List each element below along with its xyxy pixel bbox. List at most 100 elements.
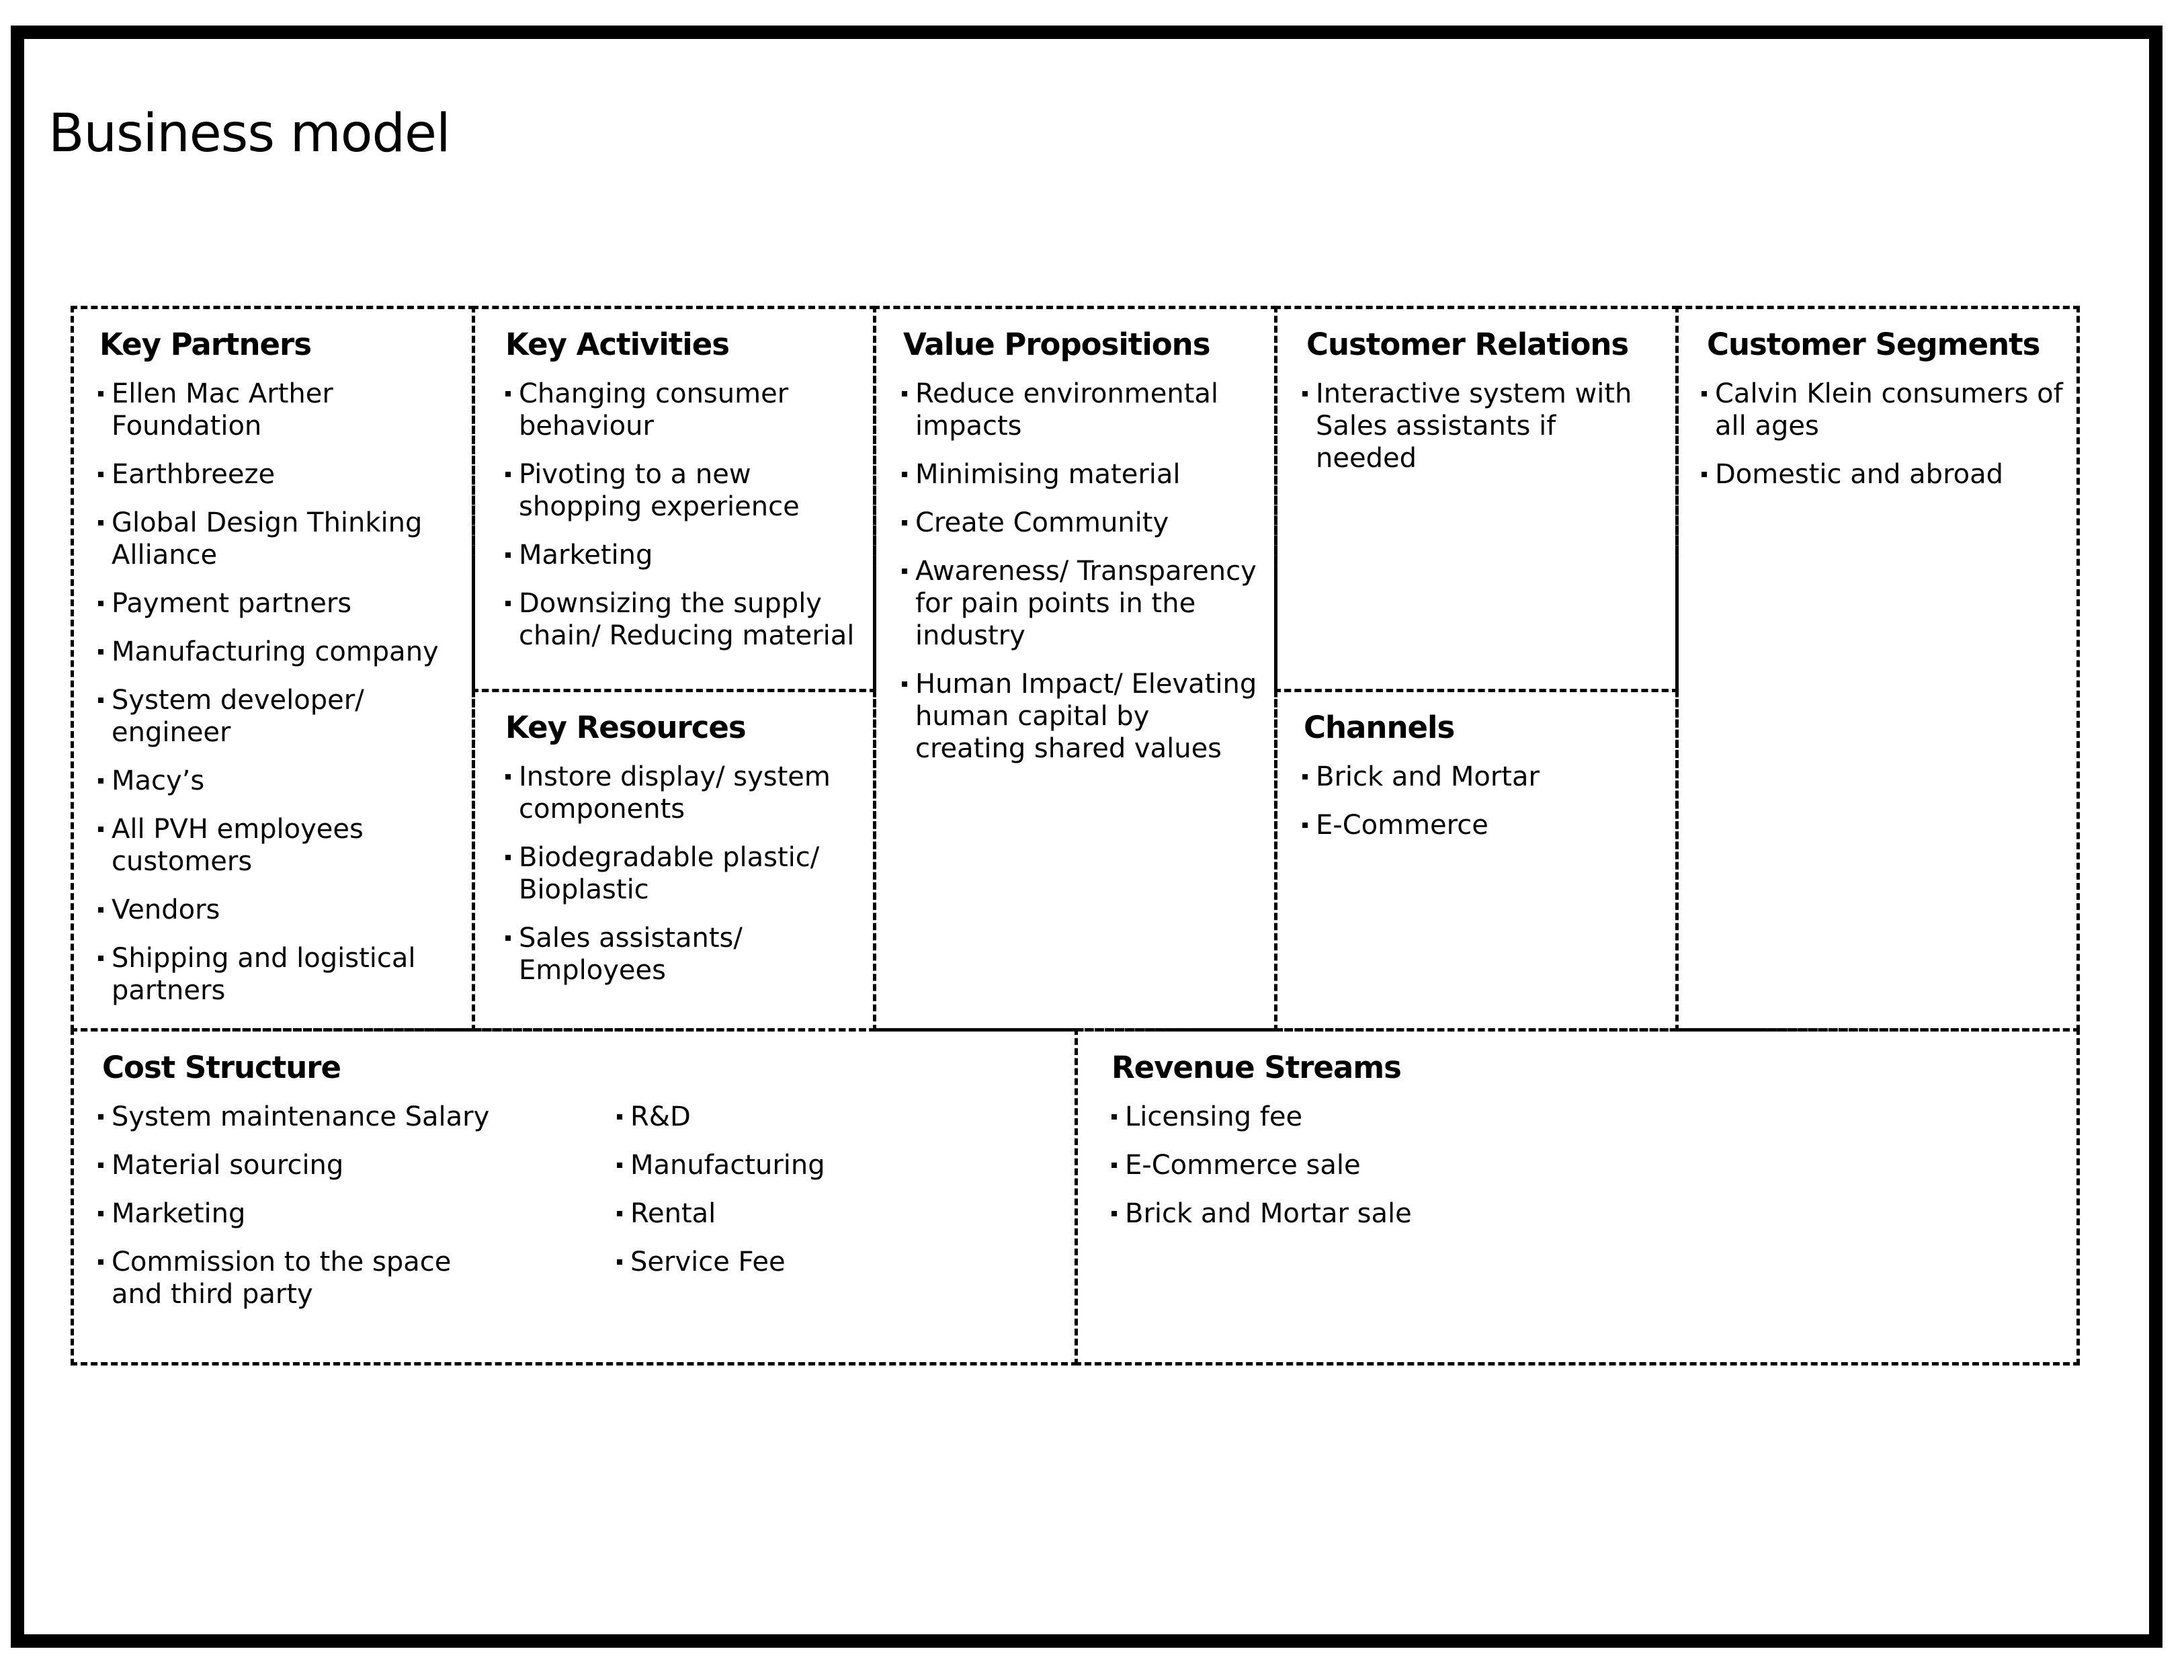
- list-item: Reduce environmental impacts: [902, 378, 1265, 442]
- list-item: Macy’s: [98, 765, 461, 797]
- bullet-icon: [98, 956, 103, 961]
- list-item: Brick and Mortar sale: [1111, 1198, 1783, 1230]
- list-item-text: Vendors: [112, 894, 220, 925]
- bullet-icon: [1302, 823, 1308, 828]
- list-item-text: Awareness/ Transparency for pain points …: [915, 556, 1257, 651]
- list-item: Earthbreeze: [98, 458, 461, 491]
- revenue-streams-cell: [1075, 1028, 2080, 1366]
- page-title: Business model: [48, 103, 451, 164]
- bullet-icon: [505, 935, 511, 941]
- key-partners-title: Key Partners: [99, 327, 312, 362]
- list-item-text: Commission to the space and third party: [112, 1247, 452, 1310]
- list-item-text: Rental: [630, 1198, 716, 1229]
- bullet-icon: [505, 855, 511, 860]
- list-item: Create Community: [902, 507, 1265, 539]
- bullet-icon: [98, 391, 103, 396]
- list-item: Vendors: [98, 894, 461, 926]
- list-item-text: Downsizing the supply chain/ Reducing ma…: [519, 588, 855, 651]
- list-item: System maintenance Salary: [98, 1101, 501, 1133]
- list-item-text: System maintenance Salary: [112, 1101, 490, 1132]
- bullet-icon: [617, 1114, 622, 1120]
- bullet-icon: [505, 391, 511, 396]
- list-item: Changing consumer behaviour: [505, 378, 868, 442]
- bullet-icon: [902, 472, 907, 477]
- list-item: Rental: [617, 1198, 993, 1230]
- bullet-icon: [98, 778, 103, 784]
- list-item: Domestic and abroad: [1702, 458, 2064, 491]
- list-item-text: Material sourcing: [112, 1150, 344, 1181]
- list-item: E-Commerce sale: [1111, 1149, 1783, 1181]
- list-item: Marketing: [98, 1198, 501, 1230]
- list-item: Downsizing the supply chain/ Reducing ma…: [505, 587, 868, 652]
- bullet-icon: [1111, 1211, 1117, 1216]
- bullet-icon: [902, 391, 907, 396]
- list-item-text: Payment partners: [112, 588, 352, 619]
- list-item-text: Brick and Mortar: [1316, 761, 1540, 792]
- bullet-icon: [617, 1259, 622, 1265]
- page-frame: [11, 26, 2162, 1648]
- list-item: Payment partners: [98, 587, 461, 620]
- bullet-icon: [98, 1114, 103, 1120]
- bullet-icon: [1302, 391, 1308, 396]
- list-item-text: Calvin Klein consumers of all ages: [1715, 378, 2063, 442]
- bullet-icon: [98, 698, 103, 703]
- list-item: R&D: [617, 1101, 993, 1133]
- bullet-icon: [902, 520, 907, 526]
- bullet-icon: [1302, 774, 1308, 780]
- list-item-text: Sales assistants/ Employees: [519, 923, 743, 986]
- list-item: Human Impact/ Elevating human capital by…: [902, 668, 1265, 765]
- list-item: Instore display/ system components: [505, 761, 868, 825]
- list-item: Marketing: [505, 539, 868, 571]
- list-item: Sales assistants/ Employees: [505, 922, 868, 986]
- customer-relations-title: Customer Relations: [1306, 327, 1629, 362]
- list-item-text: Human Impact/ Elevating human capital by…: [915, 669, 1257, 764]
- bullet-icon: [505, 774, 511, 780]
- bullet-icon: [98, 1259, 103, 1265]
- bullet-icon: [1702, 391, 1707, 396]
- bullet-icon: [505, 601, 511, 606]
- list-item-text: Instore display/ system components: [519, 761, 831, 825]
- list-item-text: Ellen Mac Arther Foundation: [112, 378, 333, 442]
- bullet-icon: [98, 907, 103, 913]
- list-item-text: Manufacturing company: [112, 636, 439, 667]
- list-item-text: System developer/ engineer: [112, 685, 364, 748]
- list-item: Shipping and logistical partners: [98, 942, 461, 1007]
- list-item-text: Marketing: [112, 1198, 246, 1229]
- list-item: Awareness/ Transparency for pain points …: [902, 555, 1265, 652]
- list-item-text: Create Community: [915, 507, 1169, 538]
- list-item: Pivoting to a new shopping experience: [505, 458, 868, 523]
- list-item: All PVH employees customers: [98, 813, 461, 878]
- list-item-text: Global Design Thinking Alliance: [112, 507, 423, 571]
- list-item-text: Marketing: [519, 540, 653, 571]
- list-item: Calvin Klein consumers of all ages: [1702, 378, 2064, 442]
- list-item-text: Shipping and logistical partners: [112, 943, 416, 1006]
- key-resources-title: Key Resources: [505, 710, 747, 745]
- list-item: Ellen Mac Arther Foundation: [98, 378, 461, 442]
- list-item: Commission to the space and third party: [98, 1246, 501, 1310]
- bullet-icon: [98, 601, 103, 606]
- bullet-icon: [98, 649, 103, 655]
- list-item: Material sourcing: [98, 1149, 501, 1181]
- list-item: Brick and Mortar: [1302, 761, 1652, 793]
- bullet-icon: [1111, 1163, 1117, 1168]
- customer-relations-cell: [1274, 306, 1679, 692]
- list-item-text: Minimising material: [915, 459, 1181, 490]
- revenue-streams-title: Revenue Streams: [1111, 1050, 1402, 1085]
- list-item: Service Fee: [617, 1246, 993, 1278]
- bullet-icon: [98, 1211, 103, 1216]
- list-item-text: Licensing fee: [1125, 1101, 1303, 1132]
- list-item-text: R&D: [630, 1101, 691, 1132]
- list-item: Licensing fee: [1111, 1101, 1783, 1133]
- list-item: Biodegradable plastic/ Bioplastic: [505, 841, 868, 906]
- list-item: Minimising material: [902, 458, 1265, 491]
- list-item-text: E-Commerce: [1316, 810, 1488, 841]
- bullet-icon: [1702, 472, 1707, 477]
- list-item-text: Macy’s: [112, 765, 205, 796]
